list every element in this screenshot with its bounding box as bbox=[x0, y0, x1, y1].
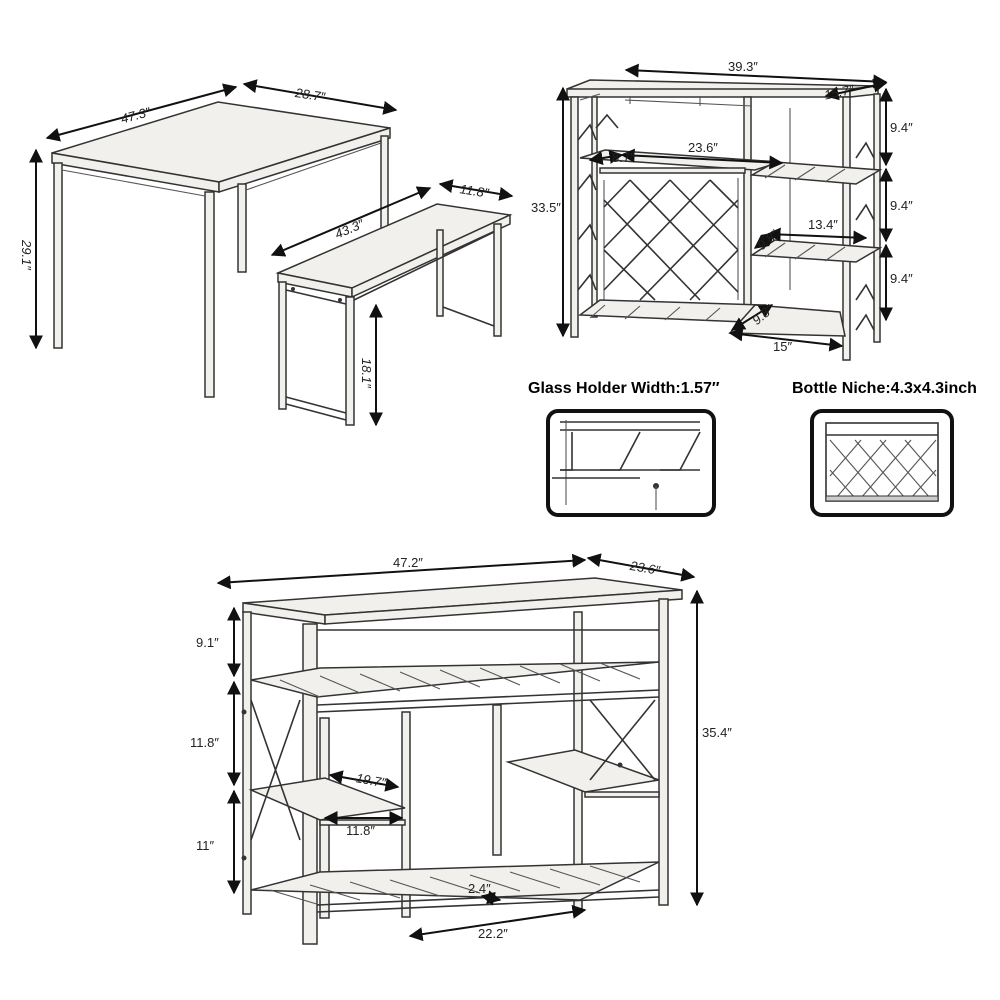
table-width-label: 28.7″ bbox=[293, 85, 326, 105]
bottle-lattice bbox=[603, 179, 739, 301]
table-height-label: 29.1″ bbox=[19, 239, 34, 270]
kitchen-island-drawing bbox=[241, 577, 683, 945]
glass-depth-label: 8.7″ bbox=[612, 150, 635, 165]
island-depth-label: 23.6″ bbox=[628, 558, 661, 578]
bench-width-label: 11.8″ bbox=[459, 181, 490, 200]
cabinet-depth-label: 15.7″ bbox=[823, 82, 856, 103]
island-shelf-width-label: 11.8″ bbox=[346, 823, 375, 838]
slat-gap-label: 2.4″ bbox=[468, 881, 491, 896]
tier-1-label: 9.4″ bbox=[890, 120, 913, 135]
cabinet-bottom-width-label: 15″ bbox=[773, 339, 792, 354]
bench-height-label: 18.1″ bbox=[359, 358, 374, 388]
bottom-span-label: 22.2″ bbox=[478, 926, 508, 941]
glass-holder-caption: Glass Holder Width:1.57″ bbox=[528, 380, 720, 397]
tier-3-label: 9.4″ bbox=[890, 271, 913, 286]
cabinet-shelf-width-label: 13.4″ bbox=[808, 217, 838, 232]
top-gap-label: 9.1″ bbox=[196, 635, 219, 650]
low-gap-label: 11″ bbox=[196, 838, 214, 853]
bottle-niche-detail bbox=[810, 409, 954, 517]
island-height-label: 35.4″ bbox=[702, 725, 732, 740]
tier-2-label: 9.4″ bbox=[890, 198, 913, 213]
kitchen-island-dimensions: 47.2″ 23.6″ 35.4″ 9.1″ 11.8″ 11″ 19.7″ 1… bbox=[190, 553, 732, 942]
cabinet-height-label: 33.5″ bbox=[531, 200, 561, 215]
island-shelf-depth-label: 19.7″ bbox=[355, 770, 387, 790]
glass-holder-detail bbox=[546, 409, 716, 517]
island-length-label: 47.2″ bbox=[393, 555, 423, 570]
bottle-niche-caption: Bottle Niche:4.3x4.3inch bbox=[792, 380, 977, 397]
mid-gap-label: 11.8″ bbox=[190, 735, 219, 750]
cabinet-top-span-label: 23.6″ bbox=[688, 140, 718, 155]
cabinet-width-label: 39.3″ bbox=[728, 59, 758, 74]
